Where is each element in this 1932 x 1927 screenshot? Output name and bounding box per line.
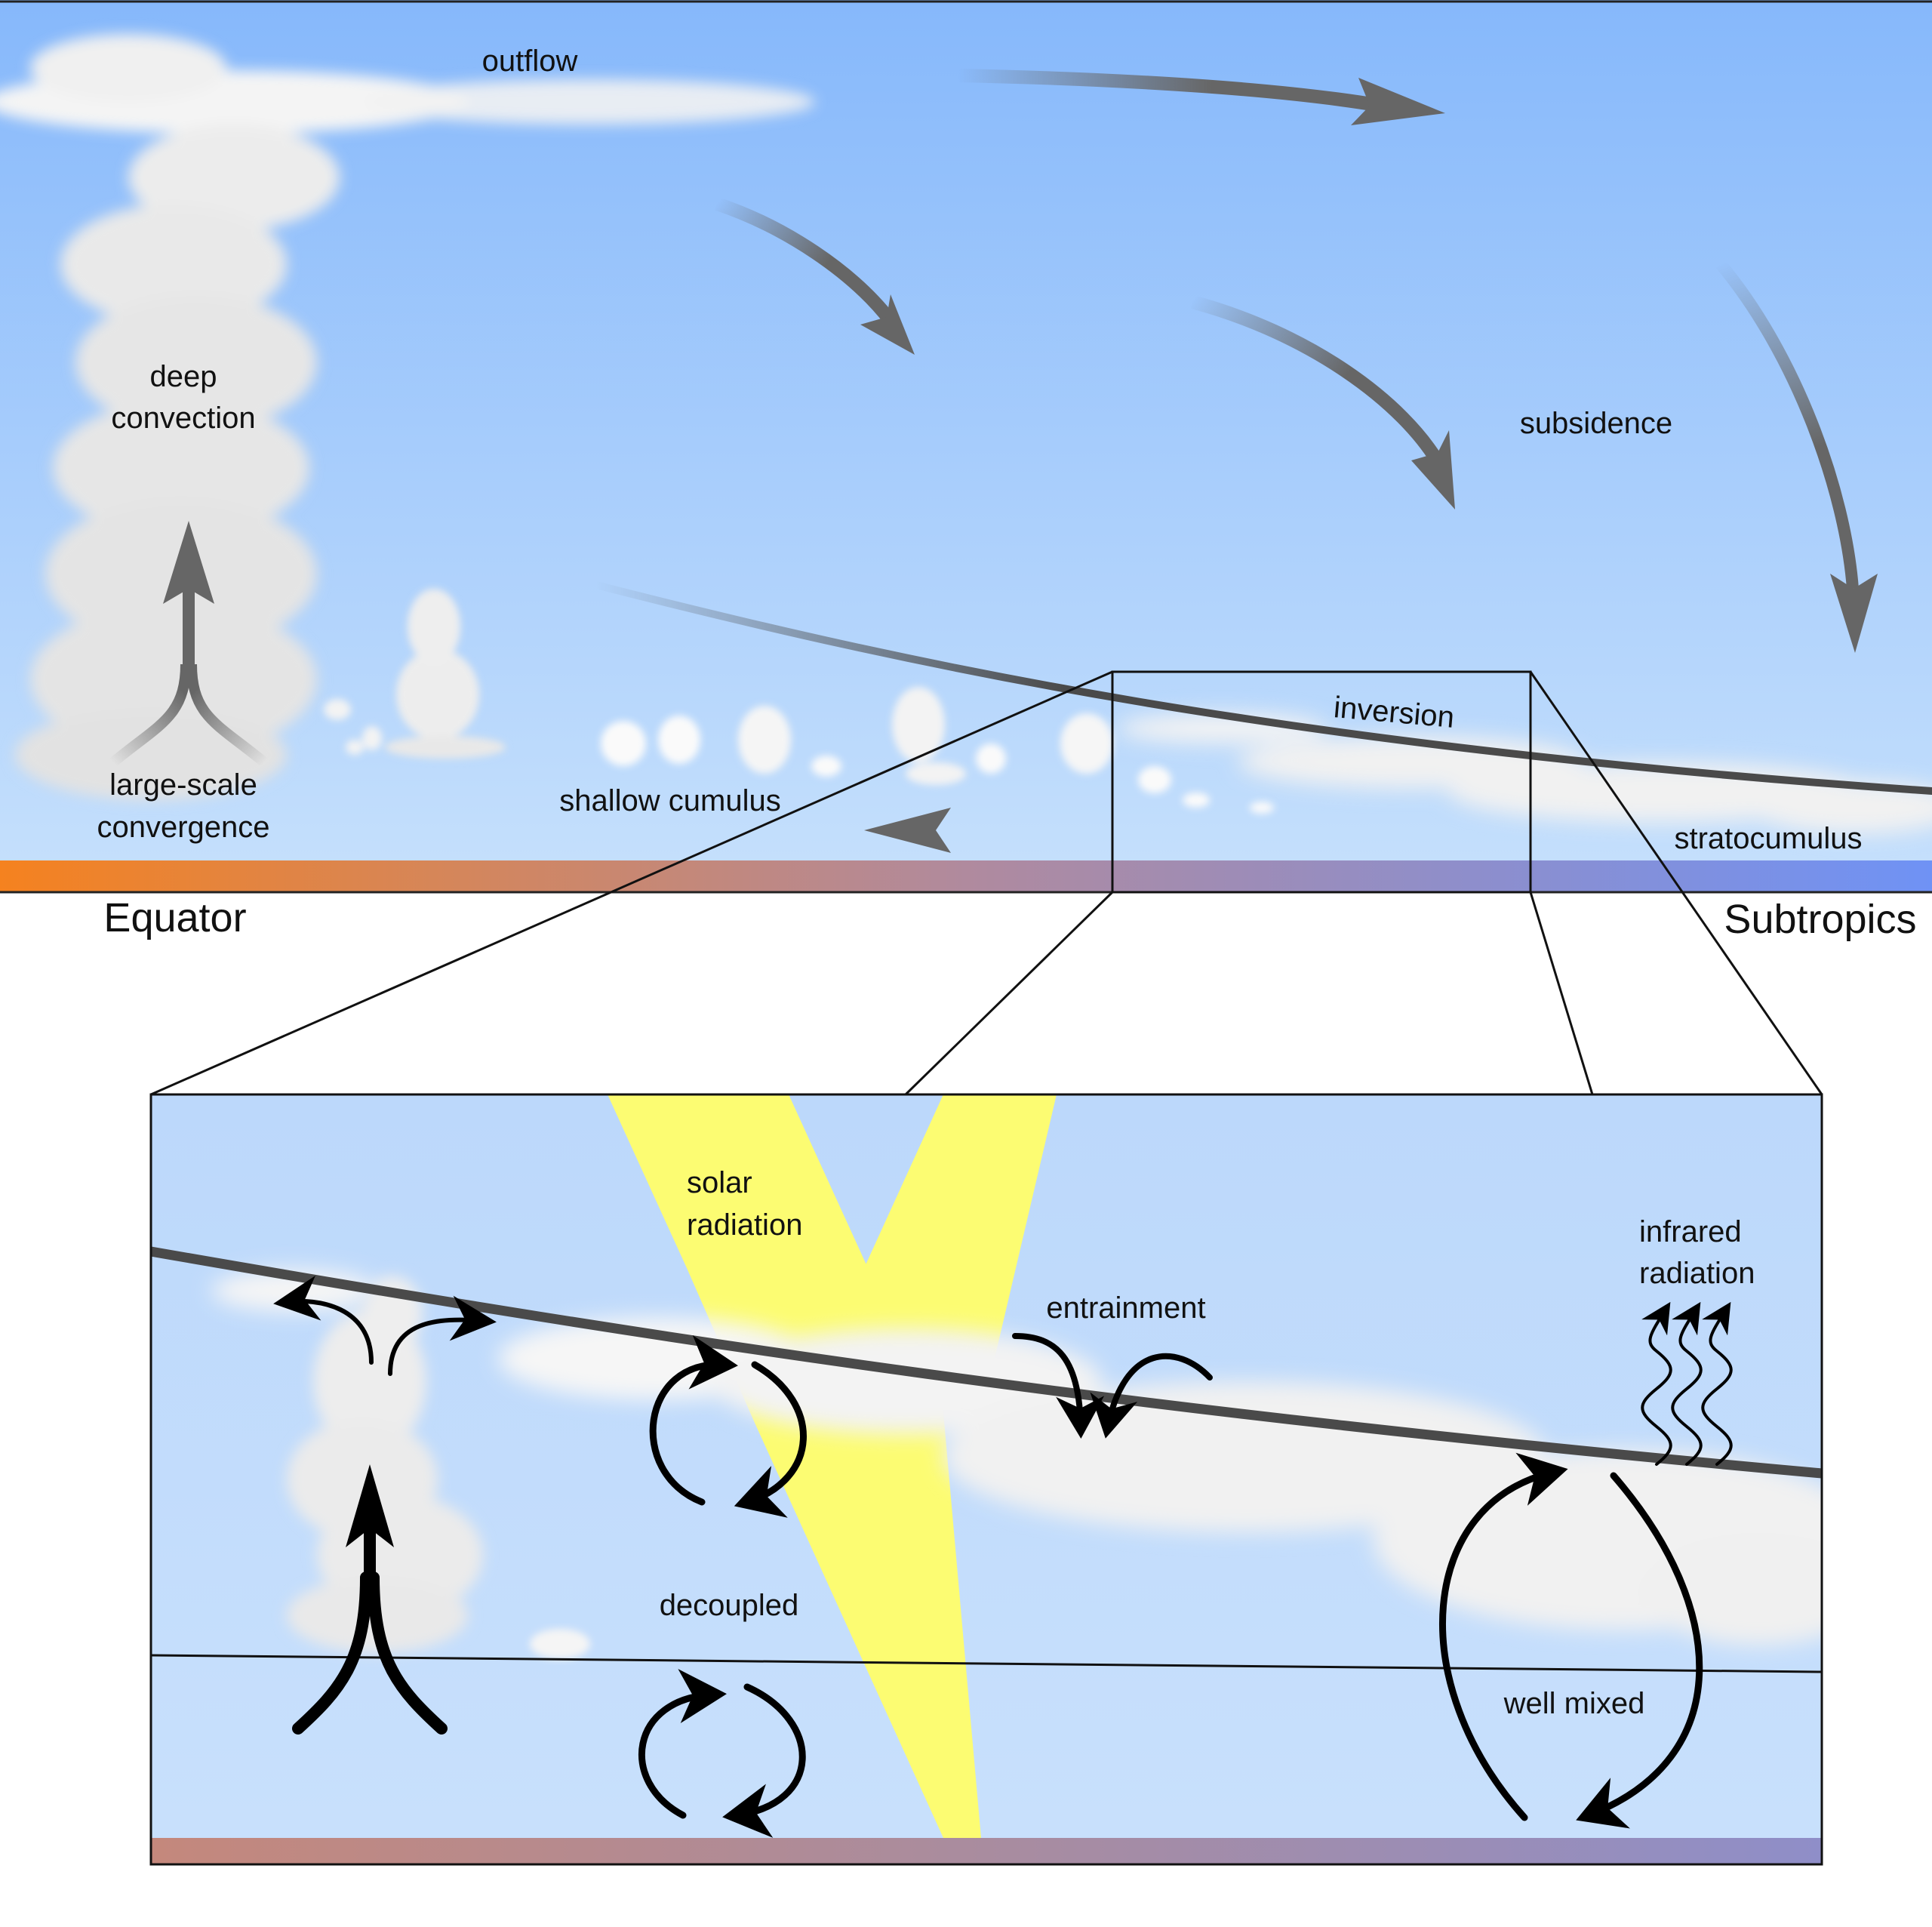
decoupled-label: decoupled bbox=[660, 1589, 799, 1622]
upper-decoupled-circulation bbox=[649, 1334, 807, 1518]
small-cumulus-tower bbox=[324, 589, 506, 759]
inset-small-cloud bbox=[530, 1629, 590, 1659]
solar-radiation-label-line1: solar bbox=[687, 1166, 752, 1199]
entrainment-label: entrainment bbox=[1046, 1291, 1205, 1325]
subsidence-arrowhead bbox=[1411, 430, 1455, 509]
sky-background bbox=[0, 0, 1932, 860]
subsidence-arrows bbox=[715, 197, 1878, 653]
equator-label: Equator bbox=[103, 895, 246, 940]
cumulus-updraft-arrows bbox=[273, 1276, 497, 1735]
infrared-radiation-label-line1: infrared bbox=[1639, 1215, 1742, 1248]
subsidence-label: subsidence bbox=[1520, 407, 1672, 440]
convergence-arrow bbox=[109, 521, 268, 767]
large-scale-convergence-label-line1: large-scale bbox=[109, 768, 257, 802]
entrainment-arrows bbox=[1012, 1333, 1213, 1439]
deep-convection-cloud bbox=[0, 34, 815, 800]
subsidence-arrowhead bbox=[860, 294, 915, 355]
inset-sea-surface bbox=[151, 1838, 1822, 1864]
shallow-cumulus-clouds bbox=[601, 687, 1274, 814]
overview-panel: outflow deep convection large-scale conv… bbox=[0, 0, 1932, 942]
inversion-line bbox=[592, 581, 1932, 795]
convergence-arrowhead bbox=[163, 521, 214, 604]
inset-inversion-line bbox=[151, 1246, 1822, 1479]
outflow-arrowhead bbox=[1351, 78, 1445, 125]
lower-decoupled-circulation bbox=[638, 1669, 806, 1838]
outflow-arrow bbox=[958, 69, 1445, 125]
shallow-cumulus-label: shallow cumulus bbox=[559, 784, 780, 817]
decoupling-line bbox=[151, 1654, 1822, 1673]
zoom-projection-lines bbox=[150, 670, 1823, 1096]
well-mixed-circulation bbox=[1439, 1452, 1703, 1829]
stratocumulus-label: stratocumulus bbox=[1675, 822, 1863, 855]
subsidence-arrowhead bbox=[1830, 574, 1878, 653]
return-flow-arrowhead bbox=[864, 808, 951, 853]
sea-surface bbox=[0, 860, 1932, 892]
solar-radiation-beam bbox=[608, 1094, 1057, 1838]
well-mixed-label: well mixed bbox=[1503, 1687, 1645, 1720]
inset-panel: solar radiation entrainment infrared rad… bbox=[149, 1093, 1823, 1866]
return-flow-arrow bbox=[864, 808, 1283, 853]
updraft-arrowhead bbox=[346, 1464, 394, 1547]
infrared-radiation-label-line2: radiation bbox=[1639, 1257, 1755, 1290]
subtropics-label: Subtropics bbox=[1724, 897, 1916, 942]
infrared-radiation-arrows bbox=[1641, 1301, 1733, 1466]
zoom-region-box bbox=[1111, 670, 1532, 894]
outflow-label: outflow bbox=[482, 45, 578, 78]
deep-convection-label-line2: convection bbox=[111, 402, 255, 435]
solar-radiation-label-line2: radiation bbox=[687, 1208, 802, 1242]
inset-frame bbox=[149, 1093, 1823, 1866]
deep-convection-label-line1: deep bbox=[150, 360, 217, 393]
large-scale-convergence-label-line2: convergence bbox=[97, 811, 269, 844]
